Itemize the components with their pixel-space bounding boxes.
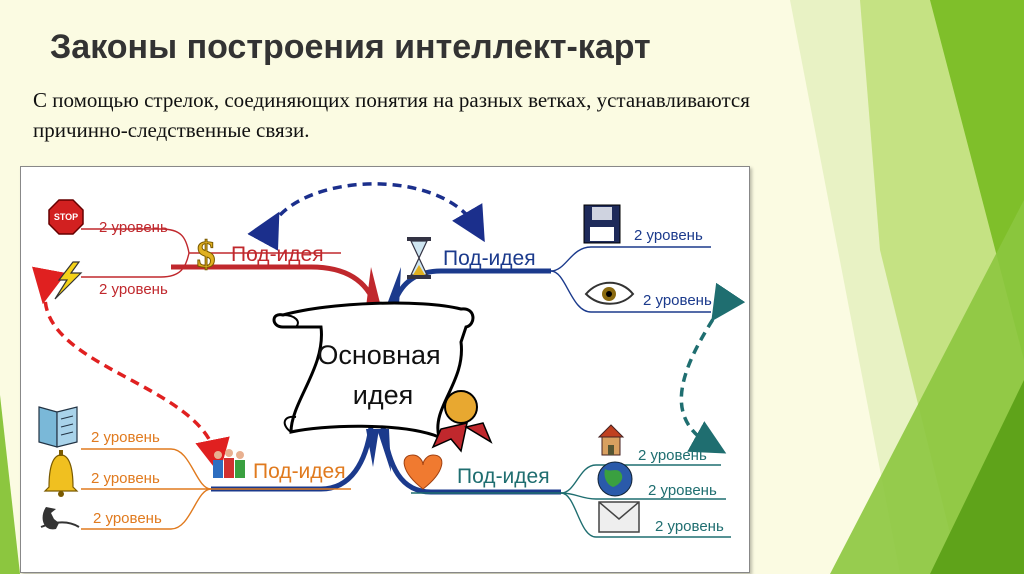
arrow-left-relation: [31, 266, 230, 475]
stop-sign-icon: STOP: [48, 199, 84, 235]
house-icon: [597, 424, 625, 456]
eye-icon: [584, 281, 635, 305]
sub-idea-top-right: Под-идея: [443, 247, 536, 270]
lightning-icon: [54, 261, 83, 300]
level2-label-top-right-2: 2 уровень: [643, 292, 712, 309]
globe-icon: [597, 461, 633, 497]
envelope-icon: [598, 501, 640, 533]
level2-label-bottom-right-2: 2 уровень: [648, 482, 717, 499]
slide-title: Законы построения интеллект-карт: [50, 28, 651, 66]
floppy-disk-icon: [583, 204, 621, 244]
svg-text:STOP: STOP: [54, 212, 78, 222]
telephone-icon: [40, 507, 80, 530]
level2-label-bottom-right-1: 2 уровень: [638, 447, 707, 464]
center-node-line1: Основная: [317, 340, 441, 370]
center-node-line2: идея: [352, 380, 414, 410]
level2-label-bottom-left-2: 2 уровень: [91, 470, 160, 487]
level2-label-top-left-2: 2 уровень: [99, 281, 168, 298]
level2-label-bottom-right-3: 2 уровень: [655, 518, 724, 535]
level2-label-bottom-left-1: 2 уровень: [91, 429, 160, 446]
svg-text:$: $: [197, 234, 216, 276]
bell-icon: [43, 450, 79, 497]
sub-idea-bottom-left: Под-идея: [253, 460, 346, 483]
people-icon: [213, 449, 245, 478]
scroll-center-node: [272, 301, 493, 453]
heart-icon: [403, 454, 443, 490]
level2-label-top-left-1: 2 уровень: [99, 219, 168, 236]
arrow-right-relation: [679, 282, 746, 454]
sub-idea-bottom-right: Под-идея: [457, 465, 550, 488]
book-icon: [38, 406, 78, 448]
sub-idea-top-left: Под-идея: [231, 243, 324, 266]
arrow-top-relation: [247, 182, 485, 251]
hourglass-icon: [407, 237, 431, 279]
dollar-icon: $: [196, 234, 216, 277]
mind-map-diagram: STOP $: [20, 166, 750, 573]
level2-label-top-right-1: 2 уровень: [634, 227, 703, 244]
mind-map-graphics: STOP $: [31, 182, 746, 538]
slide-subtitle: С помощью стрелок, соединяющих понятия н…: [33, 88, 750, 142]
level2-label-bottom-left-3: 2 уровень: [93, 510, 162, 527]
